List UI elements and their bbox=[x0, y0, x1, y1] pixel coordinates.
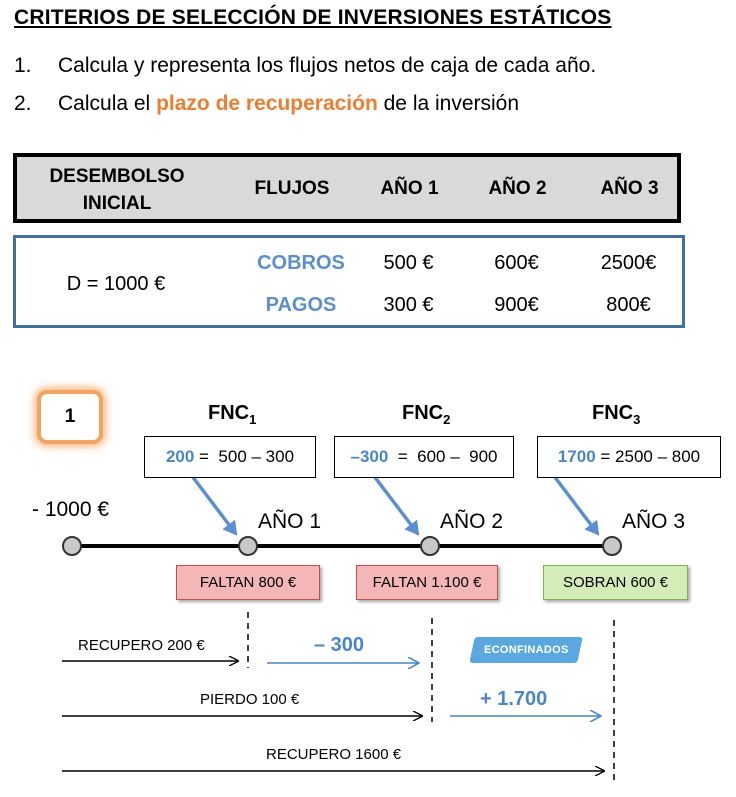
fnc-label-2: FNC2 bbox=[402, 402, 451, 427]
step-1-number: 1. bbox=[14, 54, 32, 77]
callout-arrow-2 bbox=[372, 474, 420, 536]
header-year-1: AÑO 1 bbox=[380, 178, 439, 199]
cobros-label: COBROS bbox=[257, 252, 345, 274]
step-2-number: 2. bbox=[14, 92, 32, 115]
timeline-node-year-1 bbox=[238, 536, 258, 556]
desembolso-value: D = 1000 € bbox=[66, 273, 166, 295]
page-title: CRITERIOS DE SELECCIÓN DE INVERSIONES ES… bbox=[14, 6, 612, 29]
watermark-logo: ECONFINADOS bbox=[469, 637, 583, 663]
fnc-box-3: 1700 = 2500 – 800 bbox=[537, 436, 721, 478]
pagos-year-2: 900€ bbox=[494, 294, 539, 316]
cobros-year-1: 500 € bbox=[383, 252, 434, 274]
callout-arrow-3 bbox=[552, 474, 600, 536]
timeline-node-start bbox=[62, 536, 82, 556]
status-faltan-800: FALTAN 800 € bbox=[176, 565, 320, 600]
callout-arrow-1 bbox=[190, 474, 238, 536]
year-2-label: AÑO 2 bbox=[440, 510, 504, 533]
pagos-year-1: 300 € bbox=[383, 294, 434, 316]
label-minus-300: – 300 bbox=[314, 634, 365, 656]
timeline-node-year-2 bbox=[420, 536, 440, 556]
table-body: D = 1000 € COBROS 500 € 600€ 2500€ PAGOS… bbox=[13, 235, 685, 328]
fnc-label-3: FNC3 bbox=[592, 402, 641, 427]
header-year-3: AÑO 3 bbox=[600, 178, 659, 199]
year-3-label: AÑO 3 bbox=[622, 510, 686, 533]
pagos-label: PAGOS bbox=[265, 294, 337, 316]
step-badge: 1 bbox=[37, 390, 103, 444]
highlight-payback: plazo de recuperación bbox=[156, 92, 378, 115]
step-2: 2. Calcula el plazo de recuperación de l… bbox=[14, 92, 714, 118]
label-recupero-200: RECUPERO 200 € bbox=[78, 637, 205, 654]
timeline-node-year-3 bbox=[602, 536, 622, 556]
fnc-box-2: –300 = 600 – 900 bbox=[334, 436, 514, 478]
header-year-2: AÑO 2 bbox=[488, 178, 547, 199]
header-flujos: FLUJOS bbox=[254, 178, 330, 199]
year-1-label: AÑO 1 bbox=[258, 510, 322, 533]
status-faltan-1100: FALTAN 1.100 € bbox=[356, 565, 498, 600]
step-1-text: Calcula y representa los flujos netos de… bbox=[58, 54, 597, 77]
pagos-year-3: 800€ bbox=[606, 294, 651, 316]
step-2-text: Calcula el plazo de recuperación de la i… bbox=[58, 92, 520, 115]
step-1: 1. Calcula y representa los flujos netos… bbox=[14, 54, 714, 80]
status-sobran-600: SOBRAN 600 € bbox=[543, 565, 688, 600]
cobros-year-3: 2500€ bbox=[600, 252, 657, 274]
initial-outlay-label: - 1000 € bbox=[32, 498, 110, 521]
label-pierdo-100: PIERDO 100 € bbox=[200, 691, 300, 708]
cobros-year-2: 600€ bbox=[494, 252, 539, 274]
fnc-label-1: FNC1 bbox=[208, 402, 257, 427]
label-recupero-1600: RECUPERO 1600 € bbox=[266, 746, 402, 763]
fnc-box-1: 200 = 500 – 300 bbox=[144, 436, 316, 478]
label-plus-1700: + 1.700 bbox=[480, 688, 548, 710]
